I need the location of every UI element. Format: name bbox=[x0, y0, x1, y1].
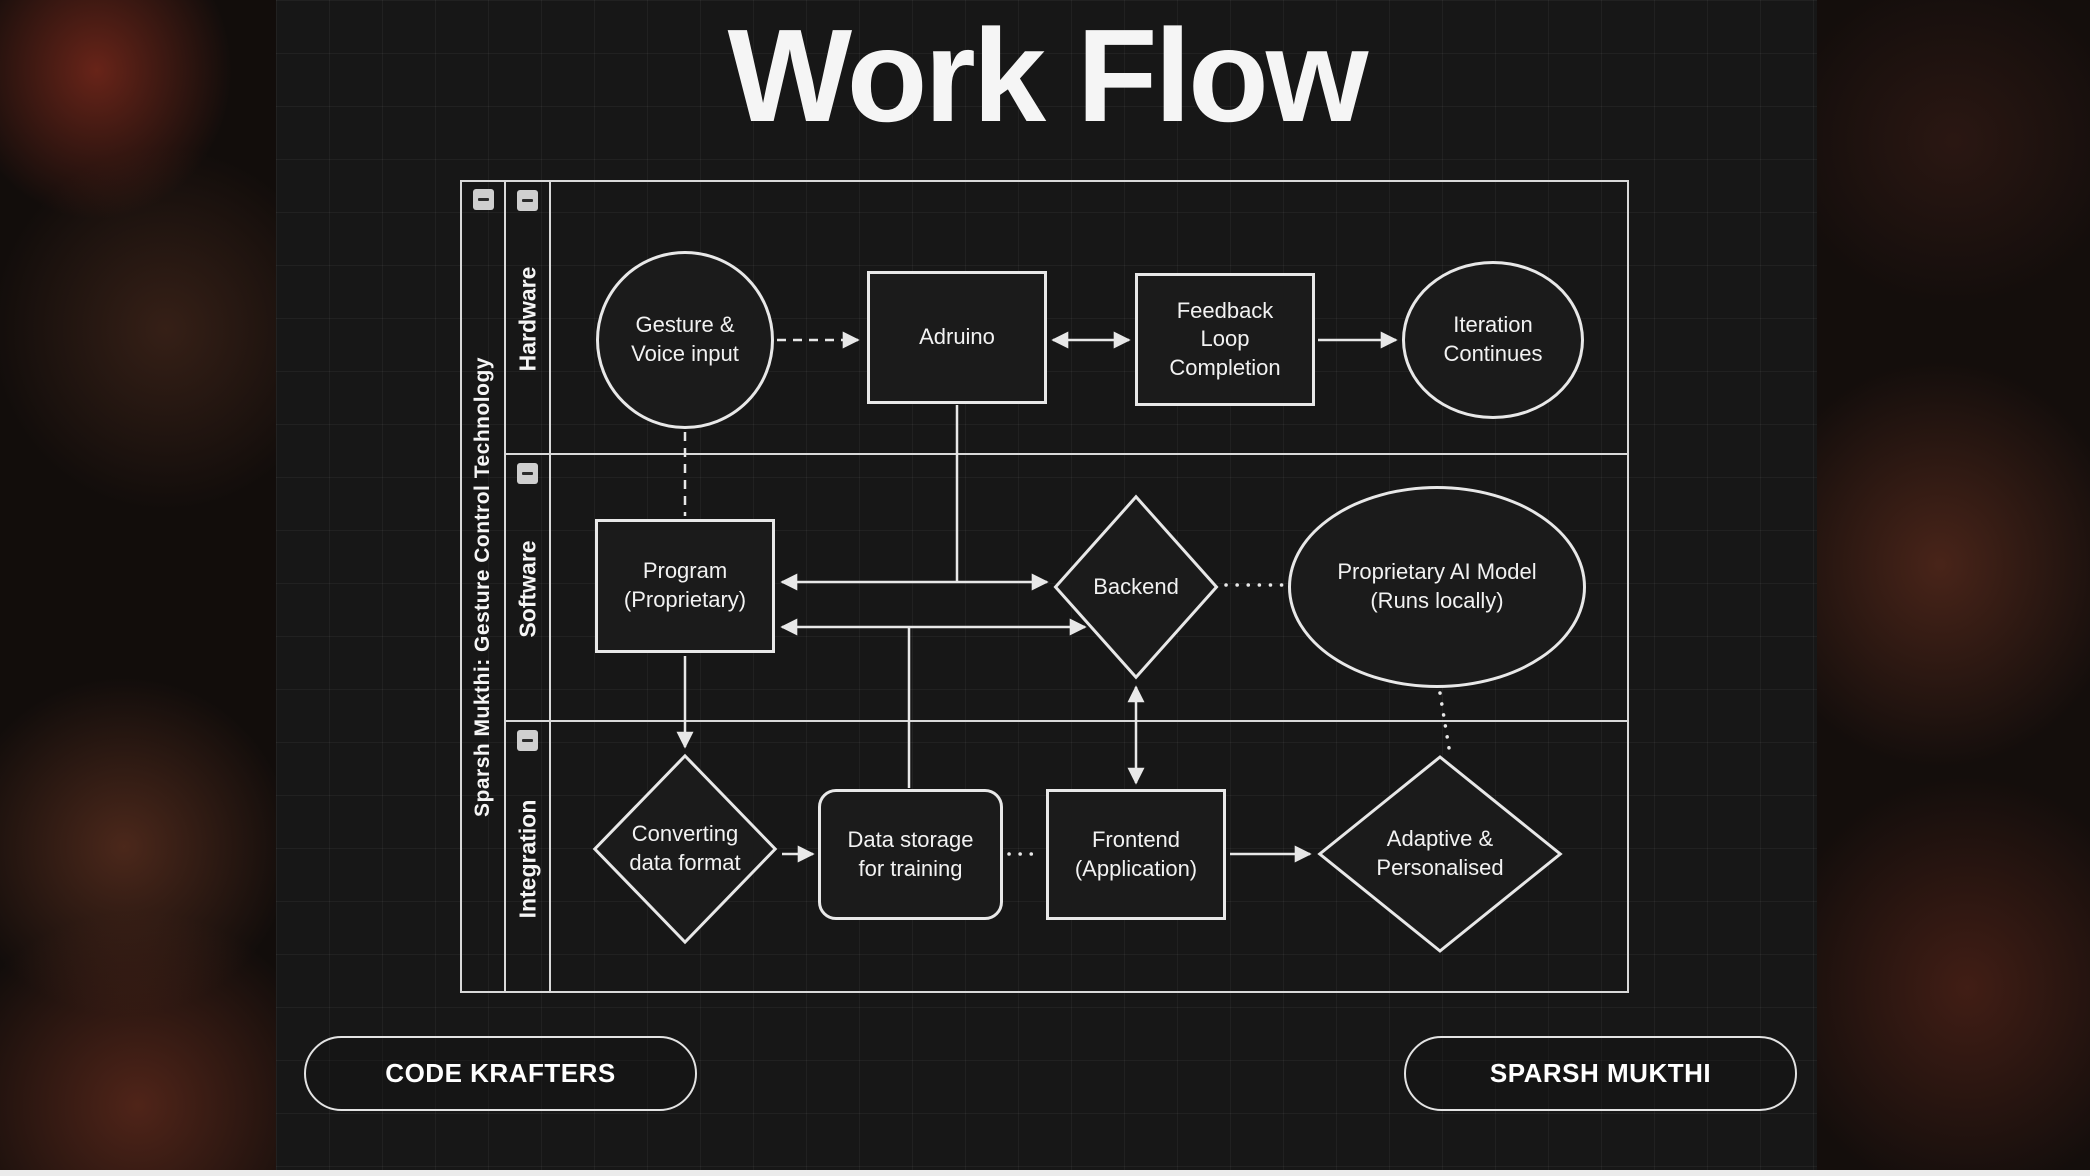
node-label: Feedback Loop Completion bbox=[1169, 297, 1281, 380]
node-gesture-voice-input[interactable]: Gesture & Voice input bbox=[596, 251, 774, 429]
lane-integration-label: Integration bbox=[514, 799, 540, 918]
lane-hardware: Hardware bbox=[506, 182, 549, 455]
node-feedback-loop-completion[interactable]: Feedback Loop Completion bbox=[1135, 273, 1315, 406]
node-label: Iteration Continues bbox=[1443, 312, 1543, 366]
node-label: Backend bbox=[1093, 573, 1179, 599]
node-label: Gesture & Voice input bbox=[631, 312, 739, 366]
node-data-storage[interactable]: Data storage for training bbox=[818, 789, 1003, 920]
sparsh-mukthi-button[interactable]: SPARSH MUKTHI bbox=[1404, 1036, 1797, 1111]
diamond-shape bbox=[1316, 754, 1564, 954]
diamond-shape bbox=[592, 753, 778, 945]
node-label: Program (Proprietary) bbox=[623, 558, 747, 612]
lane-integration-collapse-button[interactable] bbox=[517, 730, 538, 751]
node-iteration-continues[interactable]: Iteration Continues bbox=[1402, 261, 1584, 419]
minus-icon bbox=[478, 198, 489, 201]
minus-icon bbox=[522, 739, 533, 742]
pool-title: Sparsh Mukthi: Gesture Control Technolog… bbox=[471, 356, 494, 817]
lane-integration: Integration bbox=[506, 722, 549, 995]
lane-divider bbox=[506, 453, 1627, 455]
lane-divider bbox=[506, 720, 1627, 722]
node-converting-data-format[interactable]: Converting data format bbox=[592, 753, 778, 945]
diamond-shape bbox=[1053, 494, 1219, 680]
node-proprietary-ai-model[interactable]: Proprietary AI Model (Runs locally) bbox=[1288, 486, 1586, 688]
node-program-proprietary[interactable]: Program (Proprietary) bbox=[595, 519, 775, 653]
lane-software-collapse-button[interactable] bbox=[517, 463, 538, 484]
swimlane-pool: Sparsh Mukthi: Gesture Control Technolog… bbox=[460, 180, 1629, 993]
node-label: Data storage for training bbox=[847, 826, 974, 881]
node-adruino[interactable]: Adruino bbox=[867, 271, 1047, 404]
node-label: Frontend (Application) bbox=[1074, 826, 1198, 881]
node-label: Converting data format bbox=[629, 821, 741, 875]
code-krafters-button[interactable]: CODE KRAFTERS bbox=[304, 1036, 697, 1111]
minus-icon bbox=[522, 199, 533, 202]
node-backend[interactable]: Backend bbox=[1053, 494, 1219, 680]
node-label: Proprietary AI Model (Runs locally) bbox=[1337, 559, 1537, 613]
node-label: Adaptive & Personalised bbox=[1376, 826, 1504, 880]
minus-icon bbox=[522, 472, 533, 475]
pool-collapse-button[interactable] bbox=[473, 189, 494, 210]
lane-hardware-label: Hardware bbox=[514, 266, 540, 371]
lane-software: Software bbox=[506, 455, 549, 722]
lane-hardware-collapse-button[interactable] bbox=[517, 190, 538, 211]
node-adaptive-personalised[interactable]: Adaptive & Personalised bbox=[1316, 754, 1564, 954]
node-label: Adruino bbox=[919, 324, 995, 350]
pool-title-column: Sparsh Mukthi: Gesture Control Technolog… bbox=[462, 182, 506, 991]
background-blur-left bbox=[0, 0, 276, 1176]
bottom-edge-bar bbox=[0, 1170, 2090, 1176]
lane-label-column: Hardware Software Integration bbox=[506, 182, 551, 991]
background-blur-right bbox=[1817, 0, 2090, 1176]
slide-title: Work Flow bbox=[727, 2, 1369, 149]
node-frontend-application[interactable]: Frontend (Application) bbox=[1046, 789, 1226, 920]
lane-software-label: Software bbox=[514, 539, 540, 638]
